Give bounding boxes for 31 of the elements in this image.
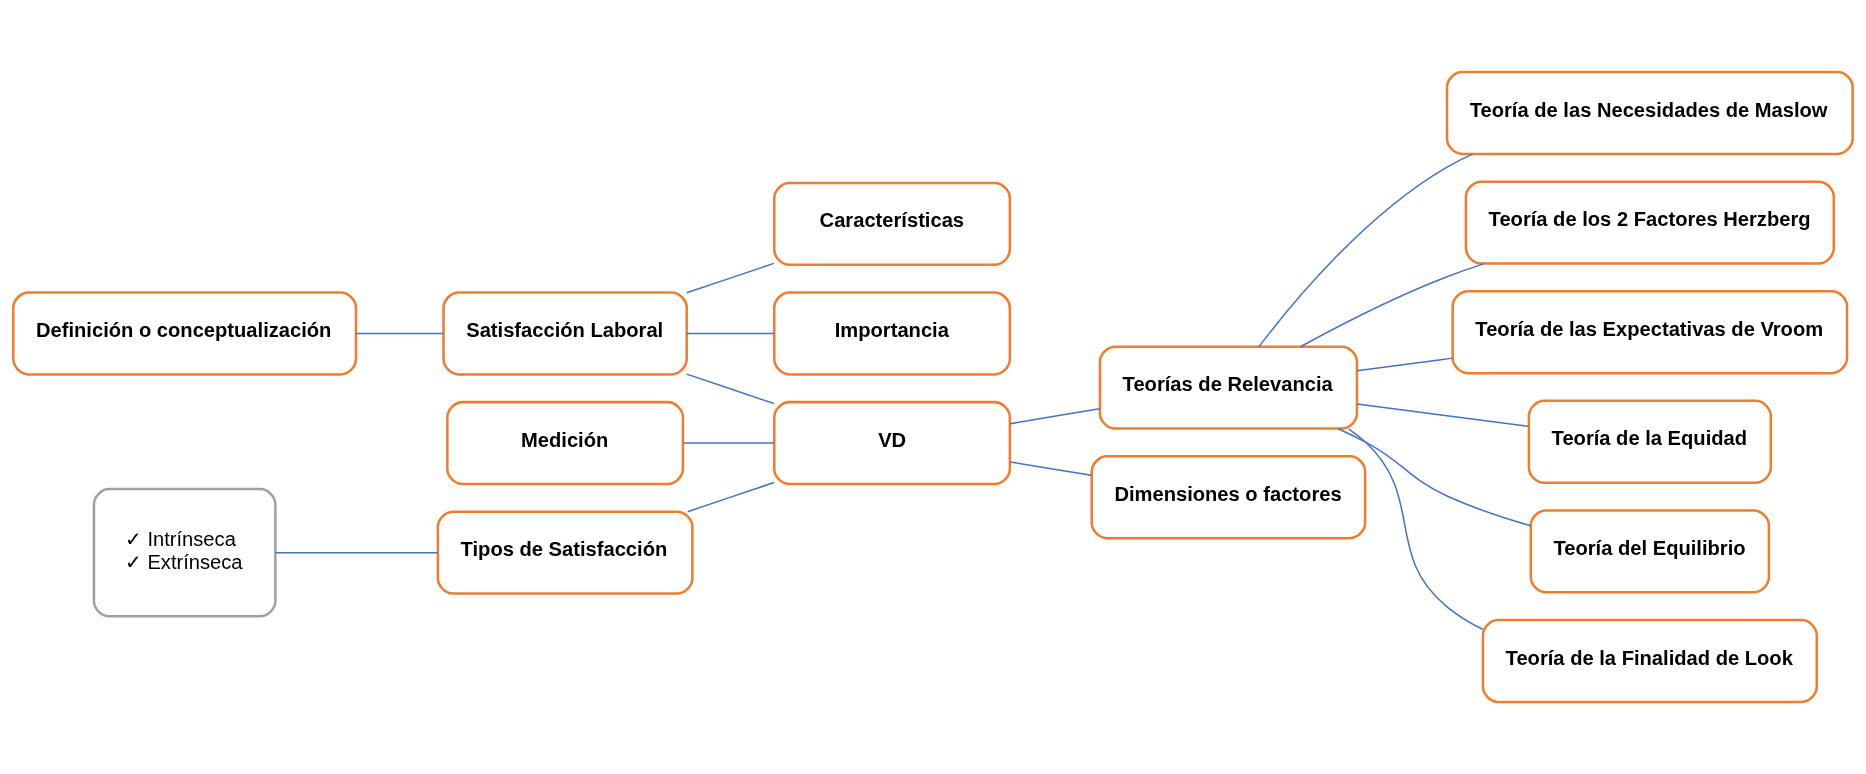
node-box: ✓ Intrínseca ✓ Extrínseca	[92, 487, 277, 618]
node-box: Teoría de la Equidad	[1527, 399, 1773, 484]
node-box: Definición o conceptualización	[12, 291, 358, 376]
connector	[1347, 428, 1484, 631]
node-box: Teoría de las Necesidades de Maslow	[1445, 70, 1854, 156]
node-box: Teoría de la Finalidad de Look	[1481, 618, 1819, 704]
node-box: Satisfacción Laboral	[442, 291, 688, 376]
connector	[682, 442, 775, 444]
node-box: Tipos de Satisfacción	[436, 510, 694, 595]
connector	[685, 373, 775, 405]
connector	[1300, 262, 1486, 348]
connector	[355, 332, 444, 335]
connector	[1356, 403, 1530, 428]
connector	[1009, 408, 1101, 425]
node-box: Teoría de las Expectativas de Vroom	[1451, 290, 1849, 375]
node-box: Características	[773, 181, 1012, 267]
node-box: Importancia	[773, 291, 1012, 376]
node-box: Teoría del Equilibrio	[1529, 509, 1771, 594]
connector	[685, 262, 775, 294]
node-box: Teorías de Relevancia	[1098, 345, 1359, 430]
connector	[1009, 461, 1093, 476]
connector	[1356, 357, 1454, 372]
node-box: VD	[773, 400, 1012, 486]
node-box: Teoría de los 2 Factores Herzberg	[1464, 180, 1836, 265]
connector	[274, 551, 439, 554]
connector	[686, 481, 775, 513]
node-box: Medición	[446, 400, 685, 486]
connector	[1258, 153, 1474, 348]
connector	[1337, 427, 1532, 527]
node-box: Dimensiones o factores	[1090, 455, 1367, 540]
connector	[685, 332, 775, 335]
